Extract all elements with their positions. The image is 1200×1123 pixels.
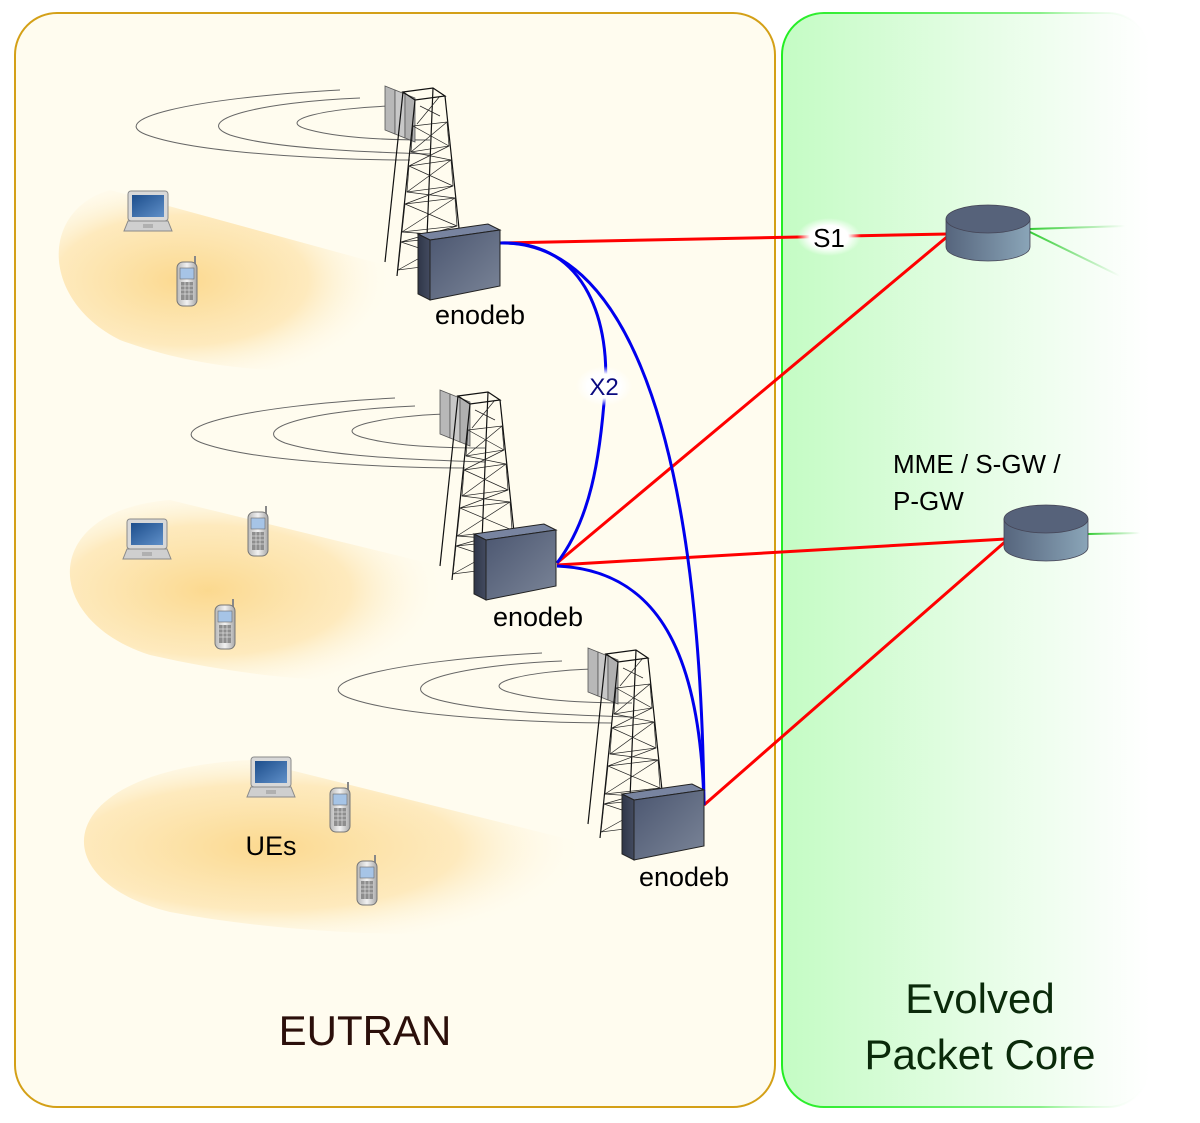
- core-node-icon: [945, 204, 1031, 262]
- epc-title-line2: Packet Core: [864, 1031, 1095, 1078]
- eutran-title: EUTRAN: [279, 1007, 452, 1054]
- epc-title-line1: Evolved: [905, 975, 1054, 1022]
- s1-link-enb2-core1: [556, 234, 949, 565]
- phone-icon: [356, 854, 378, 906]
- enodeb-box-icon: [621, 783, 705, 861]
- coverage-area-2: [69, 500, 465, 681]
- s1-label: S1: [813, 223, 845, 253]
- core-outbound-links: [1029, 225, 1141, 535]
- core-label-line1: MME / S-GW /: [893, 449, 1061, 479]
- x2-label-background: [576, 366, 632, 406]
- phone-icon: [214, 598, 236, 650]
- s1-link-enb3-core2: [703, 539, 1007, 807]
- laptop-icon: [123, 190, 173, 232]
- enodeb-box-icon: [473, 523, 557, 601]
- s1-links: [499, 232, 1007, 807]
- enodeb-label-3: enodeb: [639, 862, 729, 892]
- ues-label: UEs: [245, 831, 296, 861]
- s1-label-background: [797, 218, 861, 256]
- s1-link-enb2-core2: [556, 537, 1007, 567]
- core-label-line2: P-GW: [893, 486, 964, 516]
- enodeb-box-icon: [417, 223, 501, 301]
- core-node-icon: [1003, 504, 1089, 562]
- coverage-area-1: [58, 190, 411, 371]
- enodeb-label-2: enodeb: [493, 602, 583, 632]
- phone-icon: [329, 781, 351, 833]
- laptop-icon: [122, 518, 172, 560]
- x2-label: X2: [589, 374, 618, 401]
- laptop-icon: [246, 756, 296, 798]
- epc-region: [781, 12, 1151, 1108]
- x2-link-enb1-enb3: [499, 241, 706, 806]
- phone-icon: [247, 505, 269, 557]
- x2-link-enb2-enb3: [556, 564, 706, 806]
- s1-link-enb1-core1: [499, 232, 949, 245]
- coverage-area-3: [83, 760, 613, 935]
- enodeb-label-1: enodeb: [435, 300, 525, 330]
- phone-icon: [176, 255, 198, 307]
